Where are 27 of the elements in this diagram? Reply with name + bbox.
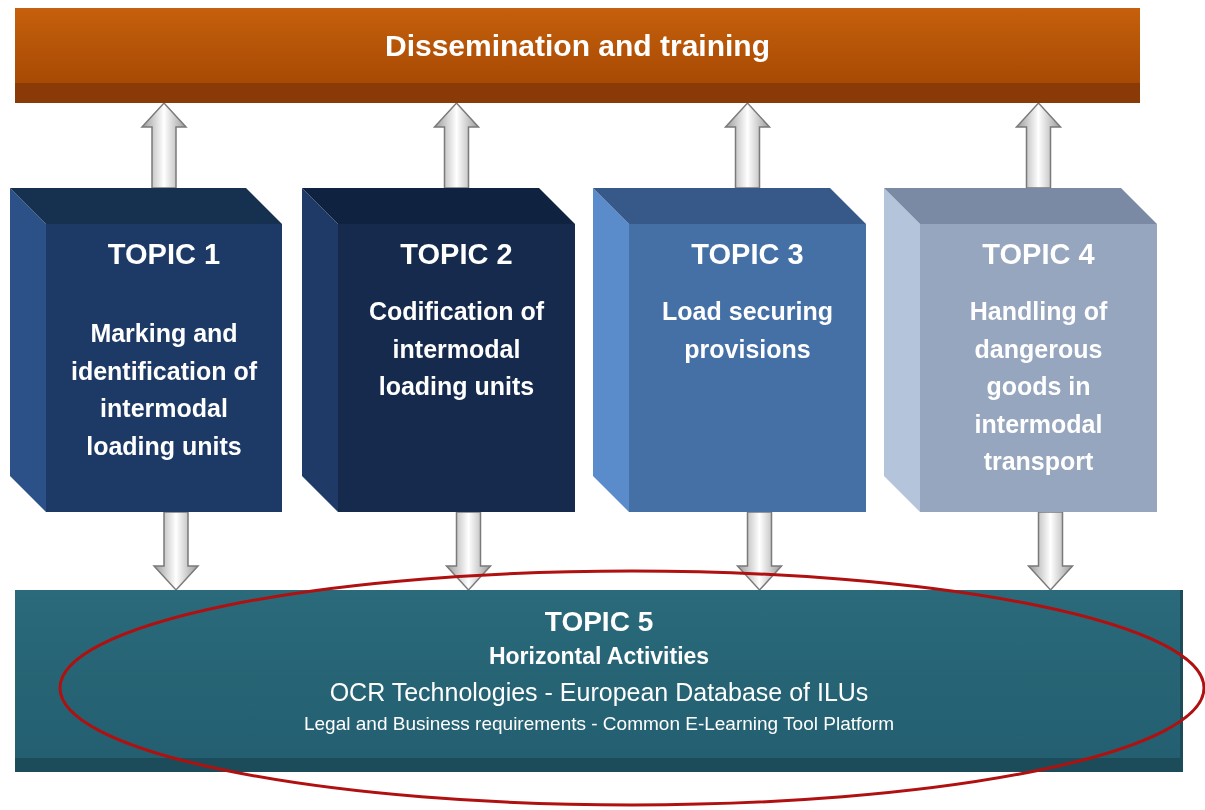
topic-block xyxy=(593,188,866,512)
activity-list: Legal and Business requirements - Common E-Learning Tool Platform xyxy=(288,710,910,738)
topic-title: TOPIC 4 xyxy=(982,238,1095,271)
topic-description: Handling of dangerous goods in intermodal transport xyxy=(968,296,1109,477)
block-arrow xyxy=(432,101,481,189)
topic-description: Load securing provisions xyxy=(661,296,834,365)
banner-title: Dissemination and training xyxy=(384,28,771,63)
topic-block xyxy=(10,188,282,512)
block-arrow xyxy=(1026,511,1075,592)
topic-subtitle: Horizontal Activities xyxy=(487,642,711,672)
block-arrow xyxy=(735,511,784,592)
banner xyxy=(15,8,1140,103)
topic-block xyxy=(302,188,575,512)
topic-panel xyxy=(15,590,1183,772)
topic-title: TOPIC 2 xyxy=(400,238,513,271)
block-arrow xyxy=(444,511,493,592)
topic-title: TOPIC 3 xyxy=(691,238,804,271)
block-arrow xyxy=(140,101,188,189)
block-arrow xyxy=(723,101,772,189)
block-arrow xyxy=(152,511,200,592)
topic-description: Codification of intermodal loading units xyxy=(368,296,545,402)
topic-title: TOPIC 5 xyxy=(543,605,655,639)
block-arrow xyxy=(1014,101,1063,189)
activity-list: OCR Technologies - European Database of ILUs xyxy=(313,673,885,710)
topic-title: TOPIC 1 xyxy=(107,238,221,271)
topic-description: Marking and identification of intermodal loading units xyxy=(69,318,259,462)
topic-block xyxy=(884,188,1157,512)
